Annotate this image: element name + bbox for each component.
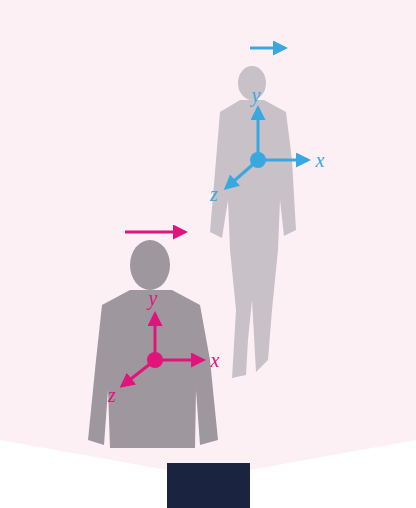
axis-label: x bbox=[316, 150, 325, 170]
blue-axes bbox=[226, 48, 308, 188]
axis-label: z bbox=[210, 184, 218, 204]
magenta-axes bbox=[122, 232, 203, 386]
sensor-device bbox=[167, 463, 250, 508]
axis-label: y bbox=[149, 288, 158, 308]
view-area bbox=[0, 0, 416, 470]
axis-label: y bbox=[252, 85, 261, 105]
front-person bbox=[88, 240, 218, 448]
axis-label: z bbox=[108, 385, 116, 405]
back-person bbox=[210, 66, 296, 378]
axis-label: x bbox=[211, 350, 220, 370]
